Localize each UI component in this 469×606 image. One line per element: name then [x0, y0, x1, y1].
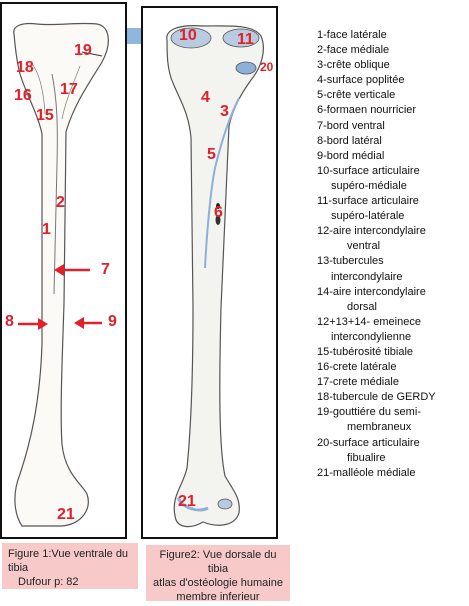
legend-item: 19-gouttiére du semi- [317, 406, 421, 419]
figure2-panel: 10 11 20 4 3 5 6 21 [141, 6, 278, 539]
legend-item: 15-tubérosité tibiale [317, 345, 414, 358]
figure1-caption-line1: Figure 1:Vue ventrale du tibia [8, 548, 129, 574]
legend-item-continuation: intercondylienne [331, 330, 412, 343]
label-3: 3 [220, 103, 229, 120]
legend-item: 7-bord ventral [317, 119, 385, 132]
figure2-caption-line1: Figure2: Vue dorsale du tibia [159, 549, 277, 575]
legend-item: 21-malléole médiale [317, 466, 416, 479]
legend-item: 2-face médiale [317, 44, 390, 57]
legend-item: 20-surface articulaire [317, 436, 420, 449]
label-15: 15 [36, 107, 54, 124]
tibia-dorsal-drawing [166, 25, 264, 528]
label-11: 11 [237, 31, 254, 48]
legend-item-continuation: supéro-médiale [331, 179, 407, 192]
label-4: 4 [201, 89, 210, 106]
label-18: 18 [16, 59, 34, 76]
legend-item: 8-bord latéral [317, 134, 382, 147]
legend-item: 10-surface articulaire [317, 164, 420, 177]
legend-item: 5-crête verticale [317, 89, 396, 102]
label-2: 2 [56, 194, 65, 211]
legend-item: 11-surface articulaire [317, 195, 419, 208]
figure2-caption-line3: membre inferieur [176, 591, 260, 603]
label-5: 5 [207, 146, 216, 163]
figure1-caption-line2: Dufour p: 82 [18, 576, 79, 588]
figure2-caption-line2: atlas d'ostéologie humaine [153, 577, 283, 589]
arrow-7 [54, 264, 90, 276]
tibia-ventral-drawing [13, 22, 109, 527]
legend-item: 9-bord médial [317, 149, 385, 162]
legend-item: 4-surface poplitée [317, 74, 405, 87]
label-17: 17 [60, 81, 78, 98]
legend-item: 6-formaen nourricier [317, 104, 417, 117]
label-6: 6 [214, 204, 223, 221]
figure1-caption: Figure 1:Vue ventrale du tibia Dufour p:… [2, 543, 138, 589]
legend-item-continuation: supéro-latérale [331, 210, 405, 223]
legend-item: 1-face latérale [317, 29, 387, 41]
label-21: 21 [57, 506, 75, 523]
legend-item: 16-crete latérale [317, 361, 397, 374]
label-19: 19 [74, 42, 92, 59]
legend-item-continuation: intercondylaire [331, 270, 403, 283]
legend-item-continuation: dorsal [347, 300, 377, 313]
label-1: 1 [42, 221, 51, 238]
legend-item: 18-tubercule de GERDY [317, 391, 436, 404]
arrow-8 [18, 318, 48, 330]
legend: 1-face latérale 2-face médiale 3-crête obl… [317, 28, 467, 481]
legend-item: 12+13+14- emeinece [317, 315, 421, 328]
legend-item-continuation: ventral [347, 240, 381, 253]
legend-item-continuation: fibualire [347, 451, 386, 464]
legend-item: 12-aire intercondylaire [317, 225, 426, 238]
figure1-panel: 18 19 16 17 15 2 1 7 8 9 21 [0, 2, 127, 539]
blue-strip [126, 28, 142, 44]
legend-item: 17-crete médiale [317, 376, 399, 389]
label-8: 8 [5, 313, 14, 330]
legend-item: 13-tubercules [317, 255, 384, 268]
legend-item: 3-crête oblique [317, 59, 390, 72]
legend-item-continuation: membraneux [347, 421, 412, 434]
figure2-caption: Figure2: Vue dorsale du tibia atlas d'os… [146, 545, 290, 603]
label-16: 16 [14, 87, 32, 104]
label-20: 20 [260, 60, 274, 74]
label-7: 7 [101, 261, 110, 278]
label-9: 9 [108, 313, 117, 330]
arrow-9 [74, 317, 102, 329]
legend-item: 14-aire intercondylaire [317, 285, 426, 298]
label-21-dorsal: 21 [178, 493, 196, 510]
label-10: 10 [179, 27, 197, 44]
